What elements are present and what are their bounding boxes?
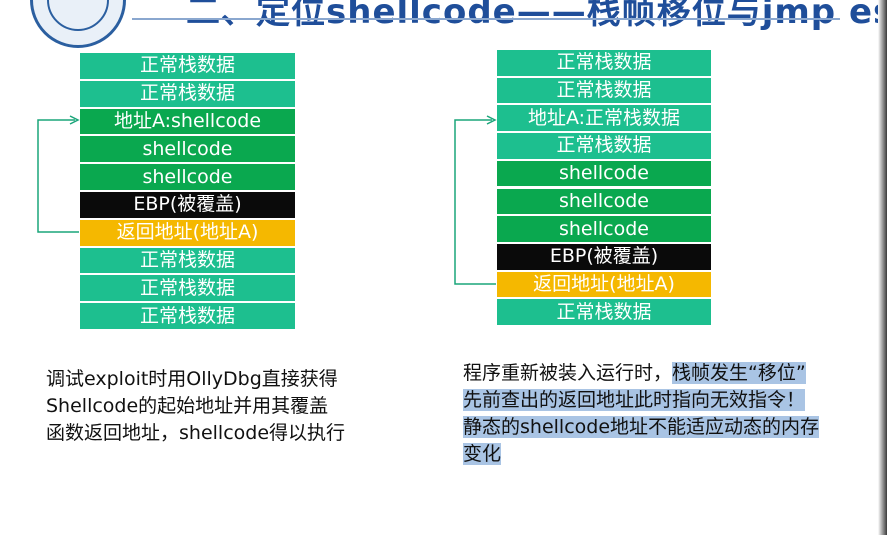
left-stack-cell-normal: 正常栈数据: [79, 302, 296, 330]
right-caption-line: 先前查出的返回地址此时指向无效指令！: [463, 387, 883, 414]
left-caption-line: 调试exploit时用OllyDbg直接获得: [46, 368, 338, 390]
left-stack-cell-normal: 正常栈数据: [79, 79, 296, 108]
right-caption-line: 程序重新被装入运行时，栈帧发生“移位”: [463, 360, 883, 387]
right-caption-highlight: 先前查出的返回地址此时指向无效指令！: [463, 389, 806, 411]
right-stack-cell-normal: 正常栈数据: [496, 49, 712, 77]
right-caption-line: 变化: [463, 441, 883, 468]
left-stack-cell-normal: 正常栈数据: [79, 274, 296, 303]
right-stack-cell-normal: 正常栈数据: [496, 76, 712, 105]
right-stack-cell-normal: 正常栈数据: [496, 298, 712, 326]
left-stack-cell-shellcode: shellcode: [79, 163, 296, 191]
right-stack-cell-shellcode: shellcode: [496, 215, 712, 243]
right-caption-plain: 程序重新被装入运行时，: [463, 362, 673, 384]
left-stack-cell-shellcode: 地址A:shellcode: [79, 107, 296, 136]
right-stack-cell-shellcode: shellcode: [496, 159, 712, 188]
right-caption-highlight: 栈帧发生“移位”: [672, 362, 806, 384]
left-stack-cell-ebp: EBP(被覆盖): [79, 191, 296, 219]
left-stack-cell-shellcode: shellcode: [79, 135, 296, 164]
left-caption-line: 函数返回地址，shellcode得以执行: [46, 422, 346, 444]
right-stack-cell-normal: 正常栈数据: [496, 132, 712, 160]
right-caption-highlight: 变化: [463, 443, 502, 465]
left-stack-cell-normal: 正常栈数据: [79, 52, 296, 80]
right-caption-line: 静态的shellcode地址不能适应动态的内存: [463, 414, 883, 441]
right-stack-cell-ret: 返回地址(地址A): [496, 270, 712, 299]
right-stack-cell-shellcode: shellcode: [496, 187, 712, 216]
window-right-edge: [878, 0, 887, 535]
right-caption: 程序重新被装入运行时，栈帧发生“移位” 先前查出的返回地址此时指向无效指令！ 静…: [463, 360, 883, 468]
left-stack-cell-ret: 返回地址(地址A): [79, 218, 296, 247]
slide-title: 二、定位shellcode——栈帧移位与jmp esp: [186, 0, 887, 32]
left-caption-line: Shellcode的起始地址并用其覆盖: [46, 395, 329, 417]
right-stack-cell-normal: 地址A:正常栈数据: [496, 104, 712, 133]
left-caption: 调试exploit时用OllyDbg直接获得 Shellcode的起始地址并用其…: [46, 366, 345, 447]
title-divider: [132, 18, 840, 20]
left-stack-cell-normal: 正常栈数据: [79, 246, 296, 275]
right-stack-cell-ebp: EBP(被覆盖): [496, 242, 712, 271]
right-caption-highlight: 静态的shellcode地址不能适应动态的内存: [463, 416, 820, 438]
